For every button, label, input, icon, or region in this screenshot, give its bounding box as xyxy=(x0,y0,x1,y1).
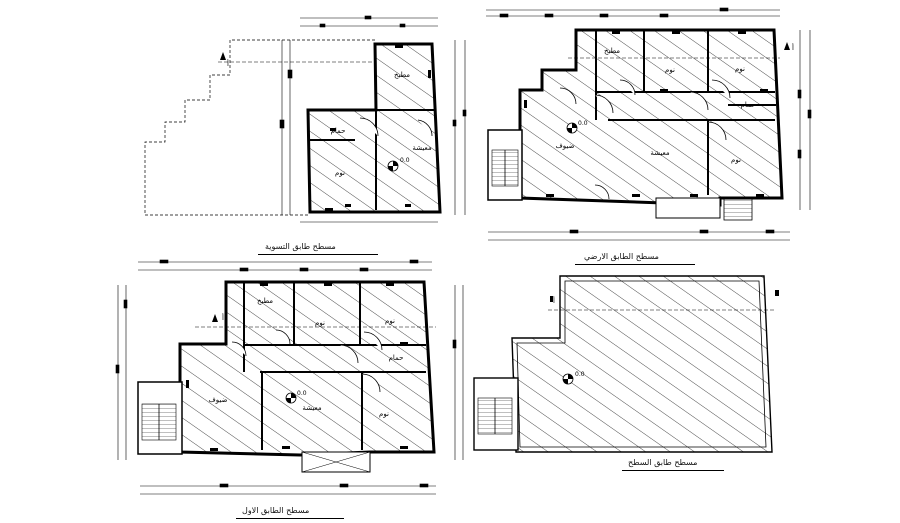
caption-underline xyxy=(236,518,344,519)
caption-underline xyxy=(622,470,724,471)
room-label-living: معيشة xyxy=(412,144,431,152)
dimension-lines xyxy=(115,259,464,495)
upper-floor-outline xyxy=(144,39,375,216)
plan-first-floor: مطبخ نوم نوم حمام ضيوف معيشة نوم 0.0 أ xyxy=(115,259,464,495)
dimension-lines xyxy=(279,15,467,223)
section-mark: أ xyxy=(222,313,224,322)
room-label-bedroom-1: نوم xyxy=(665,66,675,74)
caption-underline xyxy=(258,254,378,255)
room-label-guests: ضيوف xyxy=(209,396,228,404)
caption-ground-floor: مسطح الطابق الارضي xyxy=(584,252,659,261)
section-mark: أ xyxy=(553,296,555,305)
room-label-living: معيشة xyxy=(650,149,669,157)
level-label: 0.0 xyxy=(297,390,307,397)
building-footprint xyxy=(518,28,784,207)
room-label-bedroom-3: نوم xyxy=(379,410,389,418)
caption-roof: مسطح طابق السطح xyxy=(628,458,698,467)
room-label-kitchen: مطبخ xyxy=(604,47,620,55)
level-label: 0.0 xyxy=(575,371,585,378)
level-label: 0.0 xyxy=(578,120,588,127)
room-label-bedroom-1: نوم xyxy=(315,319,325,327)
plan-basement: مطبخ حمام نوم معيشة 0.0 أ xyxy=(144,15,467,223)
room-label-bedroom-2: نوم xyxy=(385,317,395,325)
section-mark: أ xyxy=(792,43,794,52)
room-label-guests: ضيوف xyxy=(556,142,575,150)
room-label-bedroom-2: نوم xyxy=(735,65,745,73)
room-label-bath: حمام xyxy=(741,101,756,109)
dimension-lines xyxy=(486,7,812,241)
room-label-bedroom: نوم xyxy=(335,169,345,177)
room-label-bath: حمام xyxy=(389,354,404,362)
room-label-kitchen: مطبخ xyxy=(394,71,410,79)
building-footprint xyxy=(178,280,436,457)
plan-ground-floor: مطبخ نوم نوم حمام ضيوف معيشة نوم 0.0 أ xyxy=(486,7,812,241)
caption-underline xyxy=(575,264,695,265)
plan-roof: أ 0.0 xyxy=(473,275,779,453)
caption-basement: مسطح طابق التسوية xyxy=(265,242,336,251)
section-mark: أ xyxy=(227,59,229,68)
room-label-living: معيشة xyxy=(302,404,321,412)
level-label: 0.0 xyxy=(400,157,410,164)
roof-slab xyxy=(511,275,773,453)
caption-first-floor: مسطح الطابق الاول xyxy=(242,506,310,515)
room-label-bedroom-3: نوم xyxy=(731,156,741,164)
room-label-kitchen: مطبخ xyxy=(257,297,273,305)
room-label-bath: حمام xyxy=(331,127,346,135)
